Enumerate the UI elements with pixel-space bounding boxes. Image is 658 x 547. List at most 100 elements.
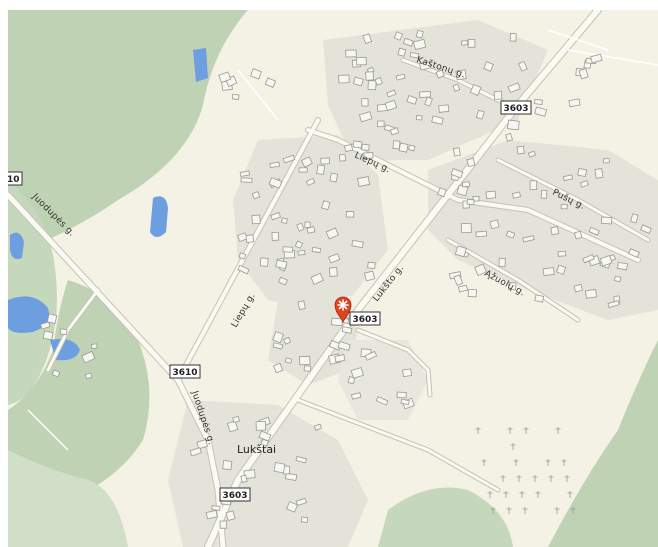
building [218,71,232,83]
building [507,82,521,94]
building [311,246,322,254]
building [250,68,262,80]
cross-icon [490,507,496,514]
building [466,198,475,206]
cemetery-crosses [475,427,576,514]
building [584,289,598,299]
building [316,164,326,175]
building [282,154,296,164]
building [540,189,548,199]
cross-icon [554,507,560,514]
building [304,221,311,228]
building [237,264,250,275]
building [259,257,269,267]
route-shield-center-label: 3603 [352,315,377,325]
building [272,342,284,350]
buildings [39,29,652,529]
building [534,106,548,117]
building [467,288,477,298]
building [270,212,282,221]
building [251,214,261,225]
cross-icon [523,427,529,434]
route-shield-left-edge[interactable]: 3610 [8,171,23,186]
building [297,300,306,311]
route-shield-center[interactable]: 3603 [349,311,381,326]
building [431,115,444,125]
building [578,68,589,80]
building [397,47,407,57]
building [320,157,330,165]
building [577,167,588,178]
building [91,343,98,350]
road-azuolu[interactable] [446,238,580,322]
building [590,53,603,64]
building [384,99,398,112]
location-pin-icon[interactable] [334,296,352,323]
building [395,73,406,81]
building [452,83,461,92]
road-liepu-east[interactable] [306,128,640,262]
building [352,76,364,87]
building [226,420,239,433]
route-shield-west-junction[interactable]: 3610 [169,364,201,379]
cross-icon [475,427,481,434]
building [533,98,543,106]
building [640,224,652,235]
building [189,447,202,457]
cross-icon [567,491,573,498]
building [419,61,432,71]
building [46,313,58,324]
building [516,145,525,155]
building [376,120,385,128]
building [534,294,545,303]
building [409,52,420,59]
building [453,274,464,286]
building [205,509,218,520]
building [603,158,610,164]
cross-icon [507,427,513,434]
map-canvas[interactable]: Kaštonų g. Liepų g. Pušų g. Ąžuolų g. Lu… [8,10,658,547]
building [392,140,401,150]
building [345,49,357,58]
building [613,275,622,283]
building [272,362,284,374]
route-shield-top-right[interactable]: 3603 [500,100,532,115]
building [413,38,427,51]
building [466,157,476,168]
building [364,350,378,361]
building [518,60,528,72]
road-liepu-south[interactable] [176,118,320,382]
building [573,230,583,240]
building [329,172,339,183]
building [42,330,54,341]
cross-icon [503,491,509,498]
building [573,283,583,293]
pond-west [10,232,24,259]
building [358,111,373,123]
cross-icon [522,507,528,514]
road-west-lane[interactable] [46,288,100,372]
building [328,253,341,264]
forest-area-northwest [8,10,248,255]
cross-icon [506,507,512,514]
road-pusu[interactable] [496,158,650,242]
building [457,284,468,293]
building [556,264,567,275]
building [222,459,233,471]
building [334,354,346,363]
building [438,104,450,113]
building [367,261,376,270]
building [282,246,294,253]
building [396,391,407,399]
road-loop-lane[interactable] [356,328,432,397]
road-south-lane[interactable] [296,398,500,492]
building [286,501,299,513]
building [374,77,383,86]
building [305,177,316,187]
building [455,69,467,81]
building [321,200,331,211]
building [550,226,560,236]
building [239,170,251,177]
route-shield-bottom[interactable]: 3603 [219,487,251,502]
